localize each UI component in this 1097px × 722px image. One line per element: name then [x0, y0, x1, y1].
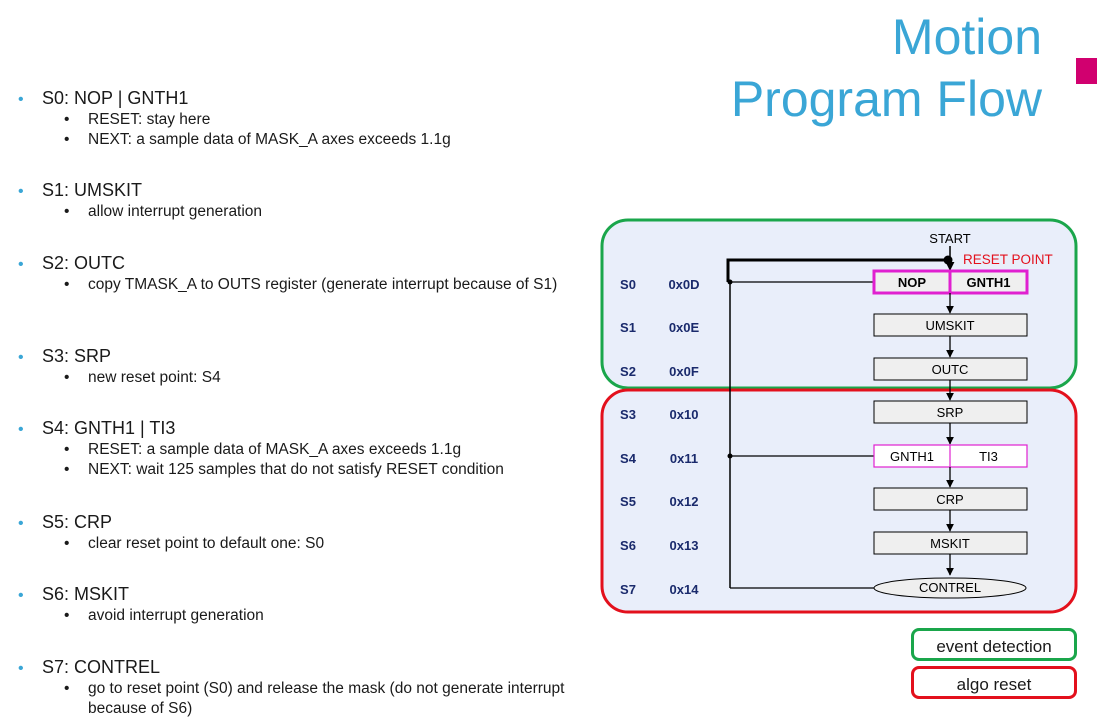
event-detection-region: [600, 218, 1078, 390]
state-detail: allow interrupt generation: [64, 202, 588, 222]
state-heading-text: S0: NOP | GNTH1: [42, 88, 189, 108]
node-label: OUTC: [932, 362, 969, 377]
state-heading-text: S7: CONTREL: [42, 657, 161, 677]
bullet-marker: •: [18, 183, 24, 200]
state-detail: NEXT: wait 125 samples that do not satis…: [64, 460, 588, 480]
state-heading: • S0: NOP | GNTH1: [18, 87, 188, 111]
node-label-right: GNTH1: [966, 275, 1010, 290]
state-heading: • S4: GNTH1 | TI3: [18, 417, 175, 441]
state-id-label: S3: [620, 407, 636, 422]
state-heading-text: S6: MSKIT: [42, 584, 130, 604]
state-id-label: S2: [620, 364, 636, 379]
bullet-marker: •: [18, 660, 24, 677]
bullet-marker: •: [18, 91, 24, 108]
state-heading: • S1: UMSKIT: [18, 179, 142, 203]
page-title: Motion Program Flow: [731, 6, 1042, 130]
state-detail: RESET: stay here: [64, 110, 588, 130]
node-label: MSKIT: [930, 536, 970, 551]
node-label: UMSKIT: [925, 318, 974, 333]
opcode-label: 0x12: [670, 494, 699, 509]
state-heading-text: S2: OUTC: [42, 253, 126, 273]
reset-point-label: RESET POINT: [963, 252, 1053, 267]
opcode-label: 0x10: [670, 407, 699, 422]
state-heading-text: S1: UMSKIT: [42, 180, 143, 200]
state-id-label: S7: [620, 582, 636, 597]
bullet-marker: •: [18, 515, 24, 532]
node-label: CRP: [936, 492, 963, 507]
state-id-label: S1: [620, 320, 636, 335]
s4-junction: [727, 453, 733, 459]
state-heading: • S5: CRP: [18, 511, 112, 535]
state-id-label: S0: [620, 277, 636, 292]
state-detail: NEXT: a sample data of MASK_A axes excee…: [64, 130, 588, 150]
state-id-label: S4: [620, 451, 637, 466]
bullet-marker: •: [18, 256, 24, 273]
state-heading-text: S3: SRP: [42, 346, 112, 366]
bullet-marker: •: [18, 349, 24, 366]
state-heading-text: S5: CRP: [42, 512, 113, 532]
state-detail: copy TMASK_A to OUTS register (generate …: [64, 275, 588, 295]
state-detail: go to reset point (S0) and release the m…: [64, 679, 588, 719]
accent-bar: [1076, 58, 1097, 84]
start-label: START: [929, 231, 970, 246]
state-heading: • S2: OUTC: [18, 252, 125, 276]
node-label-left: GNTH1: [890, 449, 934, 464]
node-label-right: TI3: [979, 449, 998, 464]
state-heading: • S6: MSKIT: [18, 583, 129, 607]
legend-event-detection: event detection: [911, 628, 1077, 661]
opcode-label: 0x0D: [668, 277, 699, 292]
opcode-label: 0x11: [670, 451, 698, 466]
state-detail: new reset point: S4: [64, 368, 588, 388]
legend-algo-reset: algo reset: [911, 666, 1077, 699]
title-line-2: Program Flow: [730, 71, 1042, 127]
opcode-label: 0x0E: [669, 320, 700, 335]
opcode-label: 0x13: [670, 538, 699, 553]
reset-point-path: [726, 258, 948, 282]
node-label: SRP: [937, 405, 964, 420]
state-heading: • S3: SRP: [18, 345, 111, 369]
state-detail: clear reset point to default one: S0: [64, 534, 588, 554]
title-line-1: Motion: [891, 9, 1042, 65]
node-label-left: NOP: [898, 275, 927, 290]
opcode-label: 0x14: [670, 582, 700, 597]
state-heading-text: S4: GNTH1 | TI3: [42, 418, 176, 438]
contrel-node: [873, 577, 1027, 599]
state-id-label: S6: [620, 538, 636, 553]
state-detail: RESET: a sample data of MASK_A axes exce…: [64, 440, 588, 460]
bullet-marker: •: [18, 421, 24, 438]
bullet-marker: •: [18, 587, 24, 604]
state-id-label: S5: [620, 494, 636, 509]
reset-point-marker: [943, 255, 953, 265]
opcode-label: 0x0F: [669, 364, 699, 379]
state-detail: avoid interrupt generation: [64, 606, 588, 626]
state-heading: • S7: CONTREL: [18, 656, 160, 680]
node-label: CONTREL: [919, 580, 981, 595]
